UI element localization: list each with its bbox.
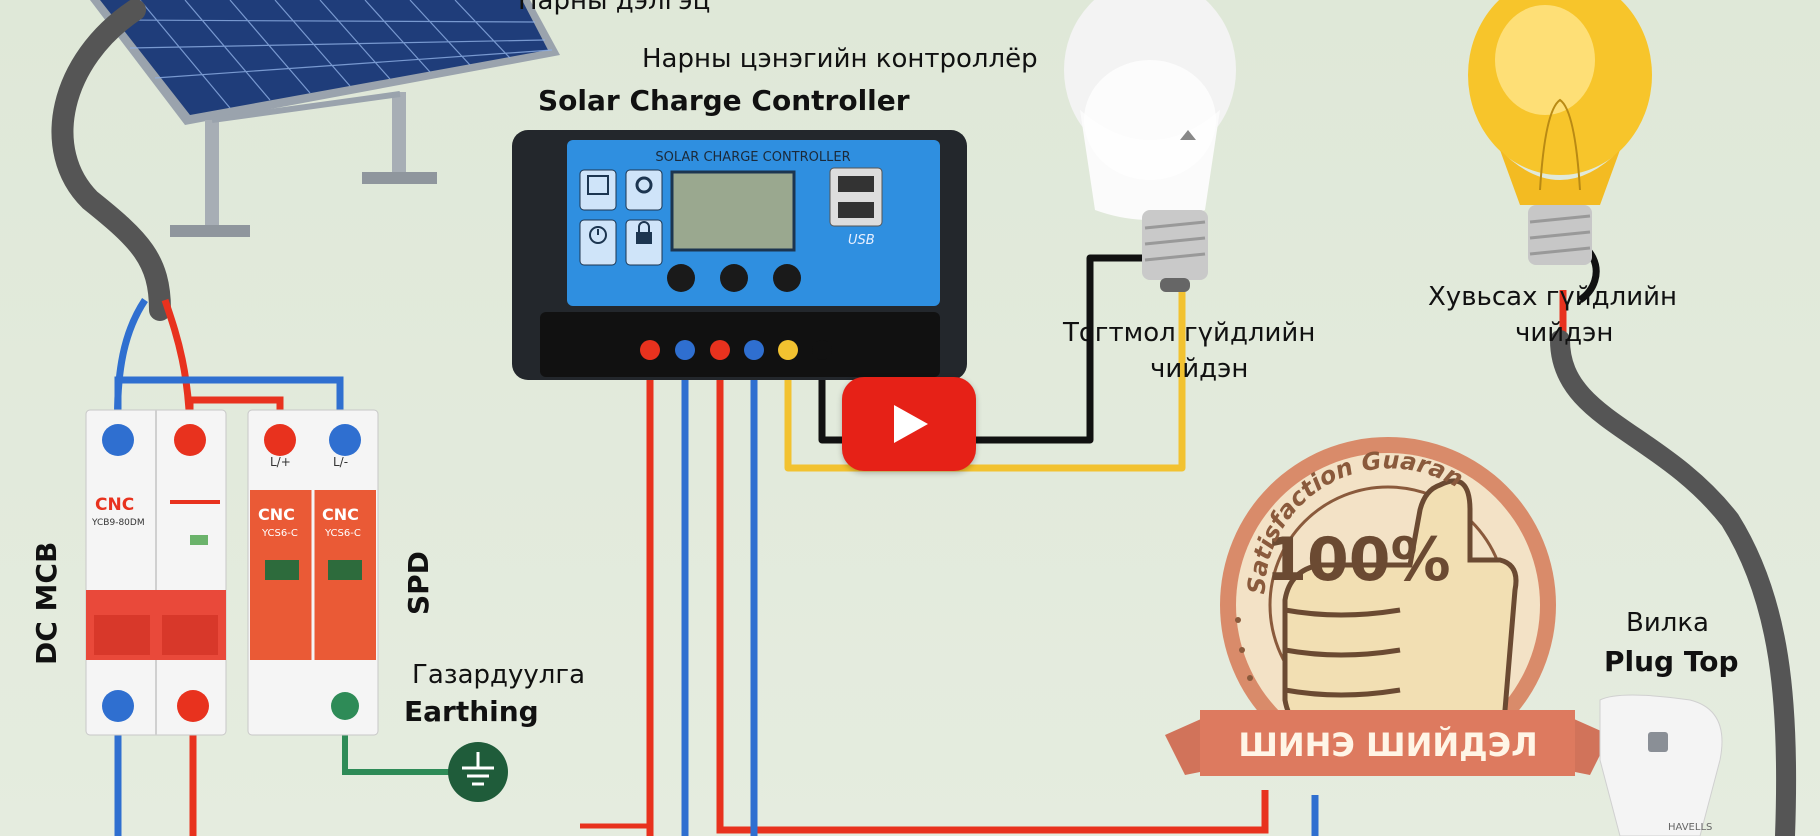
badge-ribbon: ШИНЭ ШИЙДЭЛ bbox=[1238, 726, 1537, 764]
panel-cable bbox=[51, 0, 171, 321]
label-plug-en: Plug Top bbox=[1604, 645, 1739, 678]
spd-terminal-right: L/- bbox=[333, 455, 348, 469]
clock-icon bbox=[579, 219, 617, 266]
label-earthing-en: Earthing bbox=[404, 695, 539, 728]
dc-mcb: CNC YCB9-80DM bbox=[85, 409, 227, 736]
solar-panel bbox=[90, 0, 560, 237]
label-dc-mcb: DC MCB bbox=[30, 541, 63, 665]
label-dc-bulb-line1: Тогтмол гүйдлийн bbox=[1063, 318, 1316, 348]
dc-bulb bbox=[1064, 0, 1236, 292]
badge-percent: 100% bbox=[1265, 525, 1450, 595]
label-ac-bulb-line2: чийдэн bbox=[1515, 318, 1614, 348]
label-earthing-mn: Газардуулга bbox=[412, 660, 586, 690]
controller-panel-title: SOLAR CHARGE CONTROLLER bbox=[655, 150, 850, 165]
menu-button[interactable] bbox=[667, 264, 695, 292]
plug-top: HAVELLS bbox=[1599, 694, 1723, 836]
up-button[interactable] bbox=[720, 264, 748, 292]
label-panel-mn: Нарны дэлгэц bbox=[518, 0, 711, 16]
plug-brand: HAVELLS bbox=[1668, 822, 1712, 833]
charge-controller: SOLAR CHARGE CONTROLLER USB bbox=[512, 130, 967, 380]
spd-model-right: YCS6-C bbox=[324, 528, 361, 539]
video-play-button[interactable] bbox=[842, 377, 976, 471]
chip-icon bbox=[579, 169, 617, 211]
label-controller-mn: Нарны цэнэгийн контроллёр bbox=[642, 44, 1038, 74]
mcb-brand: CNC bbox=[95, 495, 134, 515]
spd-brand-left: CNC bbox=[258, 505, 295, 524]
label-spd: SPD bbox=[402, 551, 435, 615]
ac-bulb bbox=[1468, 0, 1652, 265]
lock-icon bbox=[625, 219, 663, 266]
mcb-model: YCB9-80DM bbox=[91, 518, 145, 528]
gear-icon bbox=[625, 169, 663, 211]
down-button[interactable] bbox=[773, 264, 801, 292]
earth-ground-icon bbox=[448, 742, 508, 802]
label-dc-bulb-line2: чийдэн bbox=[1150, 354, 1249, 384]
label-controller-en: Solar Charge Controller bbox=[538, 84, 910, 117]
spd: CNC CNC YCS6-C YCS6-C L/+ L/- bbox=[247, 409, 379, 736]
label-ac-bulb-line1: Хувьсах гүйдлийн bbox=[1428, 282, 1678, 312]
spd-brand-right: CNC bbox=[322, 505, 359, 524]
label-plug-mn: Вилка bbox=[1626, 608, 1709, 638]
ac-cable bbox=[1550, 330, 1797, 836]
spd-model-left: YCS6-C bbox=[261, 528, 298, 539]
play-icon bbox=[894, 405, 928, 443]
spd-terminal-left: L/+ bbox=[270, 455, 291, 469]
usb-label: USB bbox=[848, 233, 875, 248]
